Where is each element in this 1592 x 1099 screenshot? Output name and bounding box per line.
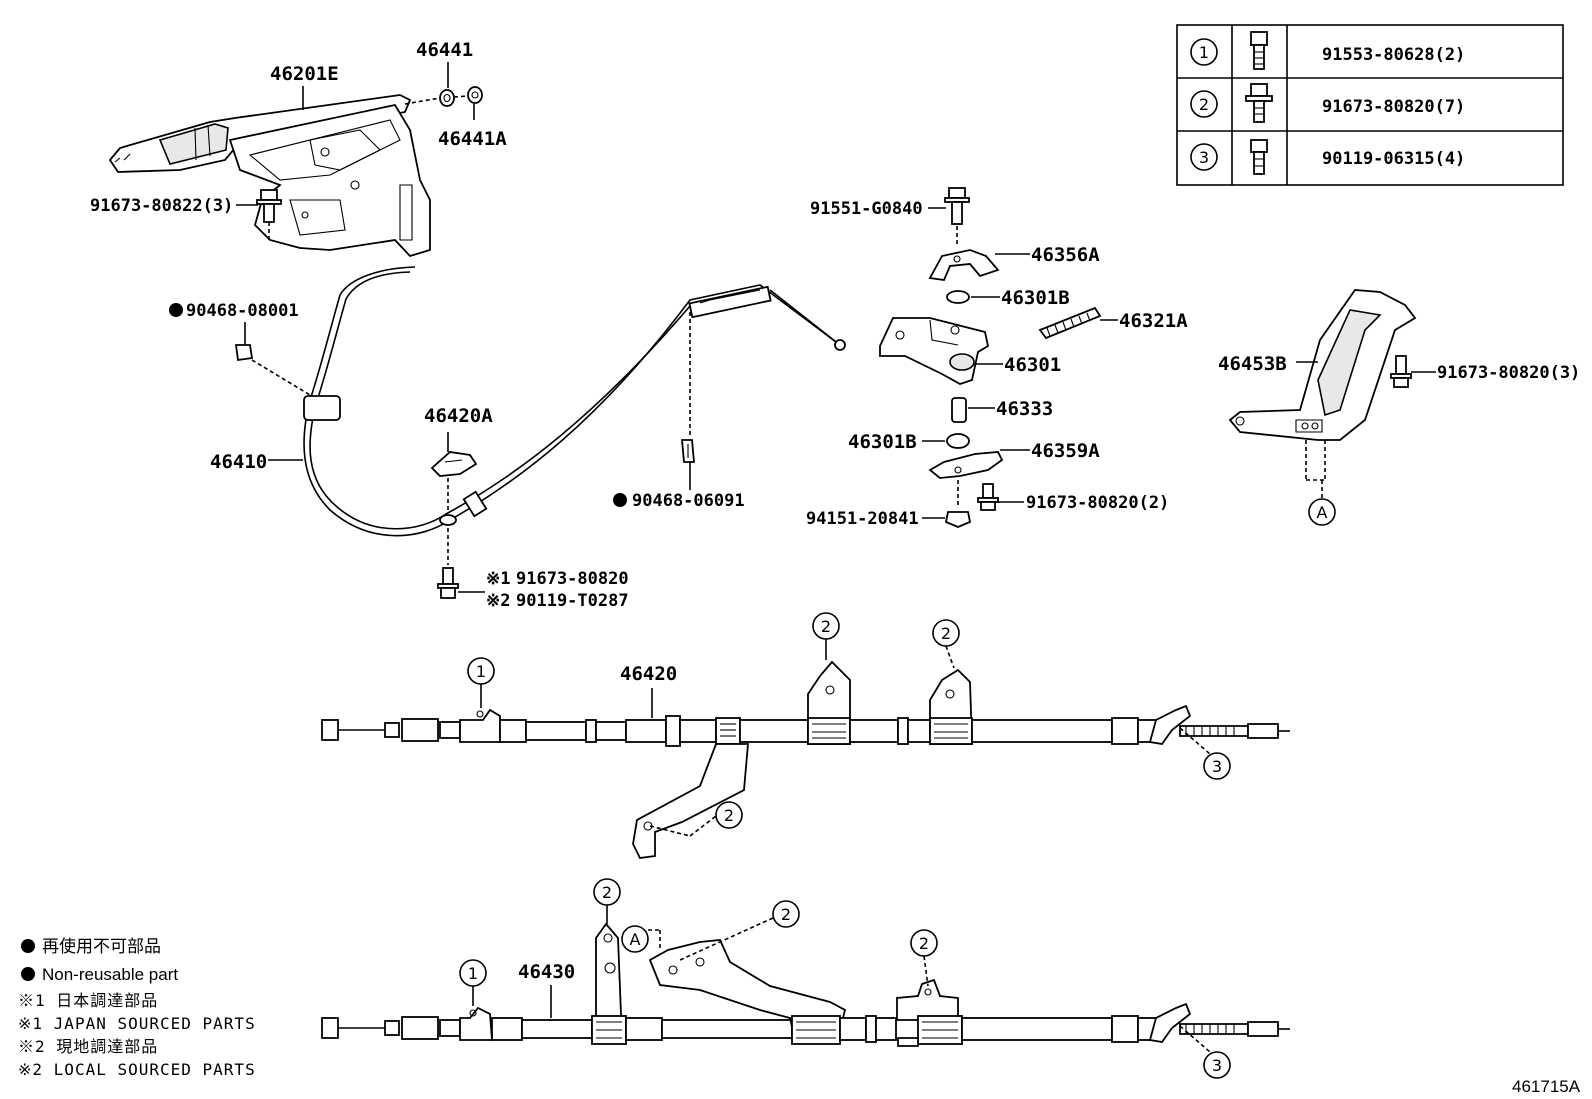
table-ref-2: 2 <box>1199 95 1209 114</box>
table-ref-1: 1 <box>1199 43 1209 62</box>
callout-46441: 46441 <box>416 39 473 61</box>
bracket-46359A <box>928 451 1004 479</box>
table-ref-3: 3 <box>1199 148 1209 167</box>
table-part-3: 90119-06315(4) <box>1322 149 1465 169</box>
callout-46359A: 46359A <box>1031 440 1100 462</box>
rear-cable-46420 <box>321 660 1290 859</box>
spring-46321A <box>1038 306 1102 340</box>
bolt-91673-80822 <box>256 189 282 223</box>
bolt-91551-G0840 <box>944 187 970 225</box>
table-part-1: 91553-80628(2) <box>1322 45 1465 65</box>
callout-46420: 46420 <box>620 663 677 685</box>
fastener-table: 1 91553-80628(2) 2 91673-80820(7) 3 9011… <box>1176 24 1564 186</box>
ref-2-46430-b: 2 <box>781 905 791 924</box>
ref-2-46430-c: 2 <box>919 934 929 953</box>
bushing-46301B-low <box>946 433 970 449</box>
callout-46333: 46333 <box>996 398 1053 420</box>
callout-91673-80820-2: 91673-80820(2) <box>1026 493 1169 513</box>
callout-46356A: 46356A <box>1031 244 1100 266</box>
clip-90468-06091 <box>681 439 695 463</box>
table-part-2: 91673-80820(7) <box>1322 97 1465 117</box>
callout-46420A: 46420A <box>424 405 493 427</box>
callout-46441A: 46441A <box>438 128 507 150</box>
ref-1-46430: 1 <box>468 964 478 983</box>
callout-90468-08001: 90468-08001 <box>186 301 299 321</box>
callout-46301B-top: 46301B <box>1001 287 1070 309</box>
bracket-46420A <box>430 451 478 477</box>
ref-2-46420-a: 2 <box>821 617 831 636</box>
clip-90468-08001 <box>234 344 254 362</box>
rear-cable-46430 <box>321 922 1290 1047</box>
ref-1-46420: 1 <box>476 662 486 681</box>
mark-s1: ※1 <box>486 569 510 589</box>
legend-japan-jp: ※1 日本調達部品 <box>18 991 158 1010</box>
bolt-icon <box>1250 31 1268 70</box>
ref-3-46420: 3 <box>1212 757 1222 776</box>
legend-nonreusable-jp: 再使用不可部品 <box>42 936 161 956</box>
bushing-46301B-top <box>946 290 970 304</box>
callout-91673-80820-3: 91673-80820(3) <box>1437 363 1580 383</box>
callout-90119-T0287-s2: 90119-T0287 <box>516 591 629 611</box>
equalizer-46301 <box>879 317 990 385</box>
callout-46201E: 46201E <box>270 63 339 85</box>
ref-2-46420-c: 2 <box>724 806 734 825</box>
ref-2-46420-b: 2 <box>941 624 951 643</box>
pin-46333 <box>951 397 967 423</box>
bolt-91673-80820-2 <box>977 483 999 511</box>
callout-46301B-low: 46301B <box>848 431 917 453</box>
bolt-91673-80820 <box>437 567 459 599</box>
callout-46301: 46301 <box>1004 354 1061 376</box>
flange-bolt-icon <box>1245 83 1273 123</box>
legend-japan-en: ※1 JAPAN SOURCED PARTS <box>18 1014 256 1033</box>
callout-46410: 46410 <box>210 451 267 473</box>
callout-91673-80820-s1: 91673-80820 <box>516 569 629 589</box>
callout-46453B: 46453B <box>1218 353 1287 375</box>
nut-46441A <box>467 86 483 104</box>
legend-local-jp: ※2 現地調達部品 <box>18 1037 158 1056</box>
callout-90468-06091: 90468-06091 <box>632 491 745 511</box>
bolt-icon <box>1250 139 1268 175</box>
callout-91673-80822: 91673-80822(3) <box>90 196 233 216</box>
callout-94151-20841: 94151-20841 <box>806 509 919 529</box>
bracket-46356A <box>928 249 1000 281</box>
mark-s2: ※2 <box>486 591 510 611</box>
callout-46430: 46430 <box>518 961 575 983</box>
callout-91551-G0840: 91551-G0840 <box>810 199 923 219</box>
bushing-46441 <box>439 89 455 107</box>
legend-nonreusable-en: Non-reusable part <box>42 965 178 984</box>
figure-id: 461715A <box>1512 1077 1581 1096</box>
ref-3-46430: 3 <box>1212 1056 1222 1075</box>
bolt-91673-80820-3 <box>1390 355 1412 388</box>
ref-2-46430-a: 2 <box>602 883 612 902</box>
ref-A-bracket: A <box>1317 503 1328 522</box>
callout-46321A: 46321A <box>1119 310 1188 332</box>
bracket-46453B <box>1228 289 1417 441</box>
nut-94151-20841 <box>944 511 972 528</box>
legend: 再使用不可部品 Non-reusable part ※1 日本調達部品 ※1 J… <box>18 936 256 1079</box>
ref-A-46430: A <box>630 930 641 949</box>
front-cable-46410 <box>303 266 846 537</box>
legend-local-en: ※2 LOCAL SOURCED PARTS <box>18 1060 256 1079</box>
parking-brake-lever <box>108 94 431 258</box>
